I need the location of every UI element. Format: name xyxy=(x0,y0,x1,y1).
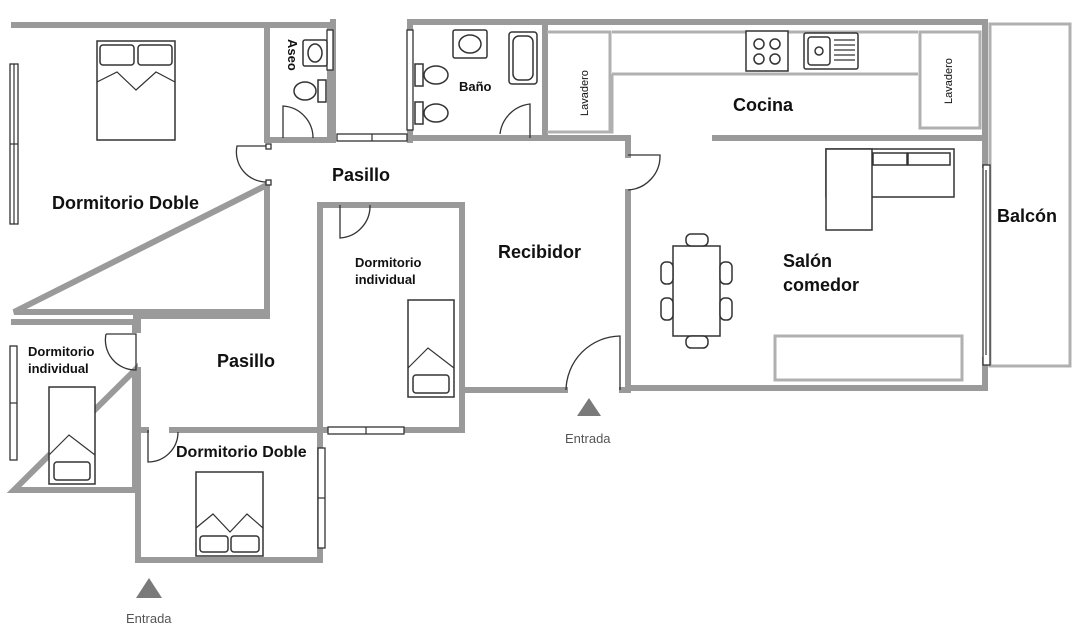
doors xyxy=(104,103,661,463)
label-salon-l1: Salón xyxy=(783,251,832,271)
door-bano xyxy=(499,103,531,138)
label-entrada-main: Entrada xyxy=(565,431,611,446)
label-entrada-secondary: Entrada xyxy=(126,611,172,626)
wall-balcon xyxy=(988,22,1072,368)
walls xyxy=(6,19,1072,563)
label-pasillo-1: Pasillo xyxy=(332,165,390,185)
dining-table xyxy=(660,233,733,349)
wall-sideboard xyxy=(773,334,964,382)
windows xyxy=(9,29,991,549)
label-dormitorio-individual-2-l1: Dormitorio xyxy=(28,344,95,359)
door-dormitorio-individual-1 xyxy=(339,204,371,239)
label-bano: Baño xyxy=(459,79,492,94)
door-dormitorio-doble-2 xyxy=(147,430,179,463)
label-lavadero-1: Lavadero xyxy=(579,70,591,116)
label-pasillo-2: Pasillo xyxy=(217,351,275,371)
entrance-labels: Entrada Entrada xyxy=(126,431,611,626)
label-cocina: Cocina xyxy=(733,95,794,115)
door-dormitorio-individual-2 xyxy=(104,333,137,371)
label-salon-l2: comedor xyxy=(783,275,859,295)
label-recibidor: Recibidor xyxy=(498,242,581,262)
label-dormitorio-individual-2-l2: individual xyxy=(28,361,89,376)
entrance-markers xyxy=(136,398,601,598)
label-dormitorio-individual-1-l2: individual xyxy=(355,272,416,287)
wall-cocina-counter xyxy=(547,30,918,134)
double-bed-1 xyxy=(96,40,176,141)
kitchen-appliances xyxy=(745,30,859,72)
single-bed-2 xyxy=(48,386,96,485)
wall-dormitorio-individual-1 xyxy=(317,202,465,433)
double-bed-2 xyxy=(195,471,264,557)
wall-lavadero-2 xyxy=(918,30,982,130)
label-dormitorio-doble-1: Dormitorio Doble xyxy=(52,193,199,213)
door-entrada-principal xyxy=(565,335,621,391)
label-dormitorio-doble-2: Dormitorio Doble xyxy=(176,444,307,461)
sofa xyxy=(825,148,955,231)
label-aseo: Aseo xyxy=(285,39,300,71)
door-dormitorio-doble-1 xyxy=(235,145,268,183)
wall-pasillo-2 xyxy=(133,313,270,433)
aseo-fixtures xyxy=(293,39,328,103)
wall-dormitorio-doble-2 xyxy=(135,427,323,563)
label-dormitorio-individual-1-l1: Dormitorio xyxy=(355,255,422,270)
wall-shaft xyxy=(330,19,413,143)
room-labels: Dormitorio Doble Aseo Baño Lavadero Coci… xyxy=(28,39,1057,461)
entry-arrow-main xyxy=(577,398,601,416)
single-bed-1 xyxy=(407,299,455,398)
bano-fixtures xyxy=(414,29,538,125)
entry-arrow-secondary xyxy=(136,578,162,598)
window-aseo xyxy=(326,29,334,71)
furniture xyxy=(48,29,955,557)
label-balcon: Balcón xyxy=(997,206,1057,226)
label-lavadero-2: Lavadero xyxy=(943,58,955,104)
window-bano xyxy=(406,29,414,131)
door-cocina xyxy=(627,154,661,191)
door-aseo xyxy=(282,105,314,139)
